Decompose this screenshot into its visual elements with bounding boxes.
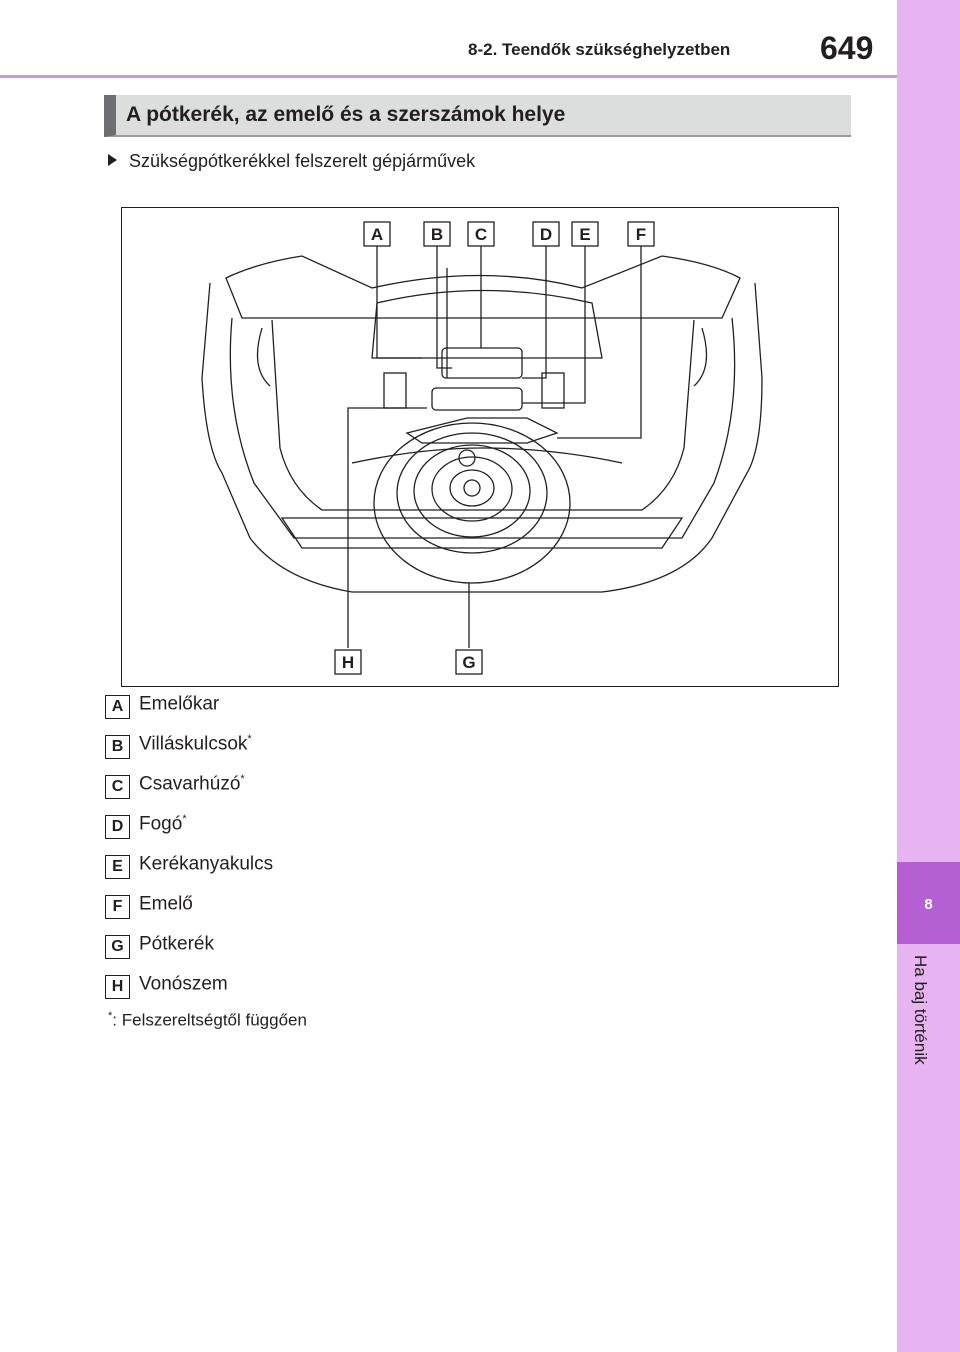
footnote-mark: * <box>108 1010 113 1022</box>
legend-letter: H <box>105 975 130 999</box>
legend-text: Emelőkar <box>139 693 220 715</box>
trunk-illustration: A B C D E F H G <box>121 207 839 687</box>
callout-h: H <box>342 653 354 672</box>
callout-b: B <box>431 225 443 244</box>
chapter-number: 8 <box>924 896 933 913</box>
legend-text: Villáskulcsok* <box>139 733 252 755</box>
section-heading-text: A pótkerék, az emelő és a szerszámok hel… <box>126 103 566 126</box>
legend-letter: C <box>105 775 130 799</box>
legend-letter: G <box>105 935 130 959</box>
bullet-text: Szükségpótkerékkel felszerelt gépjárműve… <box>129 151 476 171</box>
chapter-title: Ha baj történik <box>911 955 930 1065</box>
footnote-text: : Felszereltségtől függően <box>112 1010 307 1030</box>
callout-a: A <box>371 225 383 244</box>
legend-letter: E <box>105 855 130 879</box>
header-divider <box>0 75 897 78</box>
legend-letter: D <box>105 815 130 839</box>
trunk-drawing: A B C D E F H G <box>201 221 763 675</box>
legend-text: Pótkerék <box>139 933 214 955</box>
callout-c: C <box>475 225 487 244</box>
callout-g: G <box>462 653 475 672</box>
legend-letter: A <box>105 695 130 719</box>
legend-text: Kerékanyakulcs <box>139 853 274 875</box>
chapter-number-box: 8 <box>897 862 960 944</box>
section-heading: A pótkerék, az emelő és a szerszámok hel… <box>104 95 851 137</box>
bullet-item: Szükségpótkerékkel felszerelt gépjárműve… <box>108 151 475 172</box>
legend-letter: B <box>105 735 130 759</box>
page-number: 649 <box>820 30 874 66</box>
footnote: *: Felszereltségtől függően <box>108 1010 307 1031</box>
bullet-arrow-icon <box>108 154 117 166</box>
legend-text: Csavarhúzó* <box>139 773 245 795</box>
legend-letter: F <box>105 895 130 919</box>
legend-text: Fogó* <box>139 813 187 835</box>
running-header: 8-2. Teendők szükséghelyzetben <box>468 40 731 59</box>
callout-f: F <box>636 225 646 244</box>
legend-text: Emelő <box>139 893 193 915</box>
chapter-side-tab <box>897 0 960 1352</box>
callout-e: E <box>579 225 590 244</box>
legend-text: Vonószem <box>139 973 228 995</box>
callout-d: D <box>540 225 552 244</box>
